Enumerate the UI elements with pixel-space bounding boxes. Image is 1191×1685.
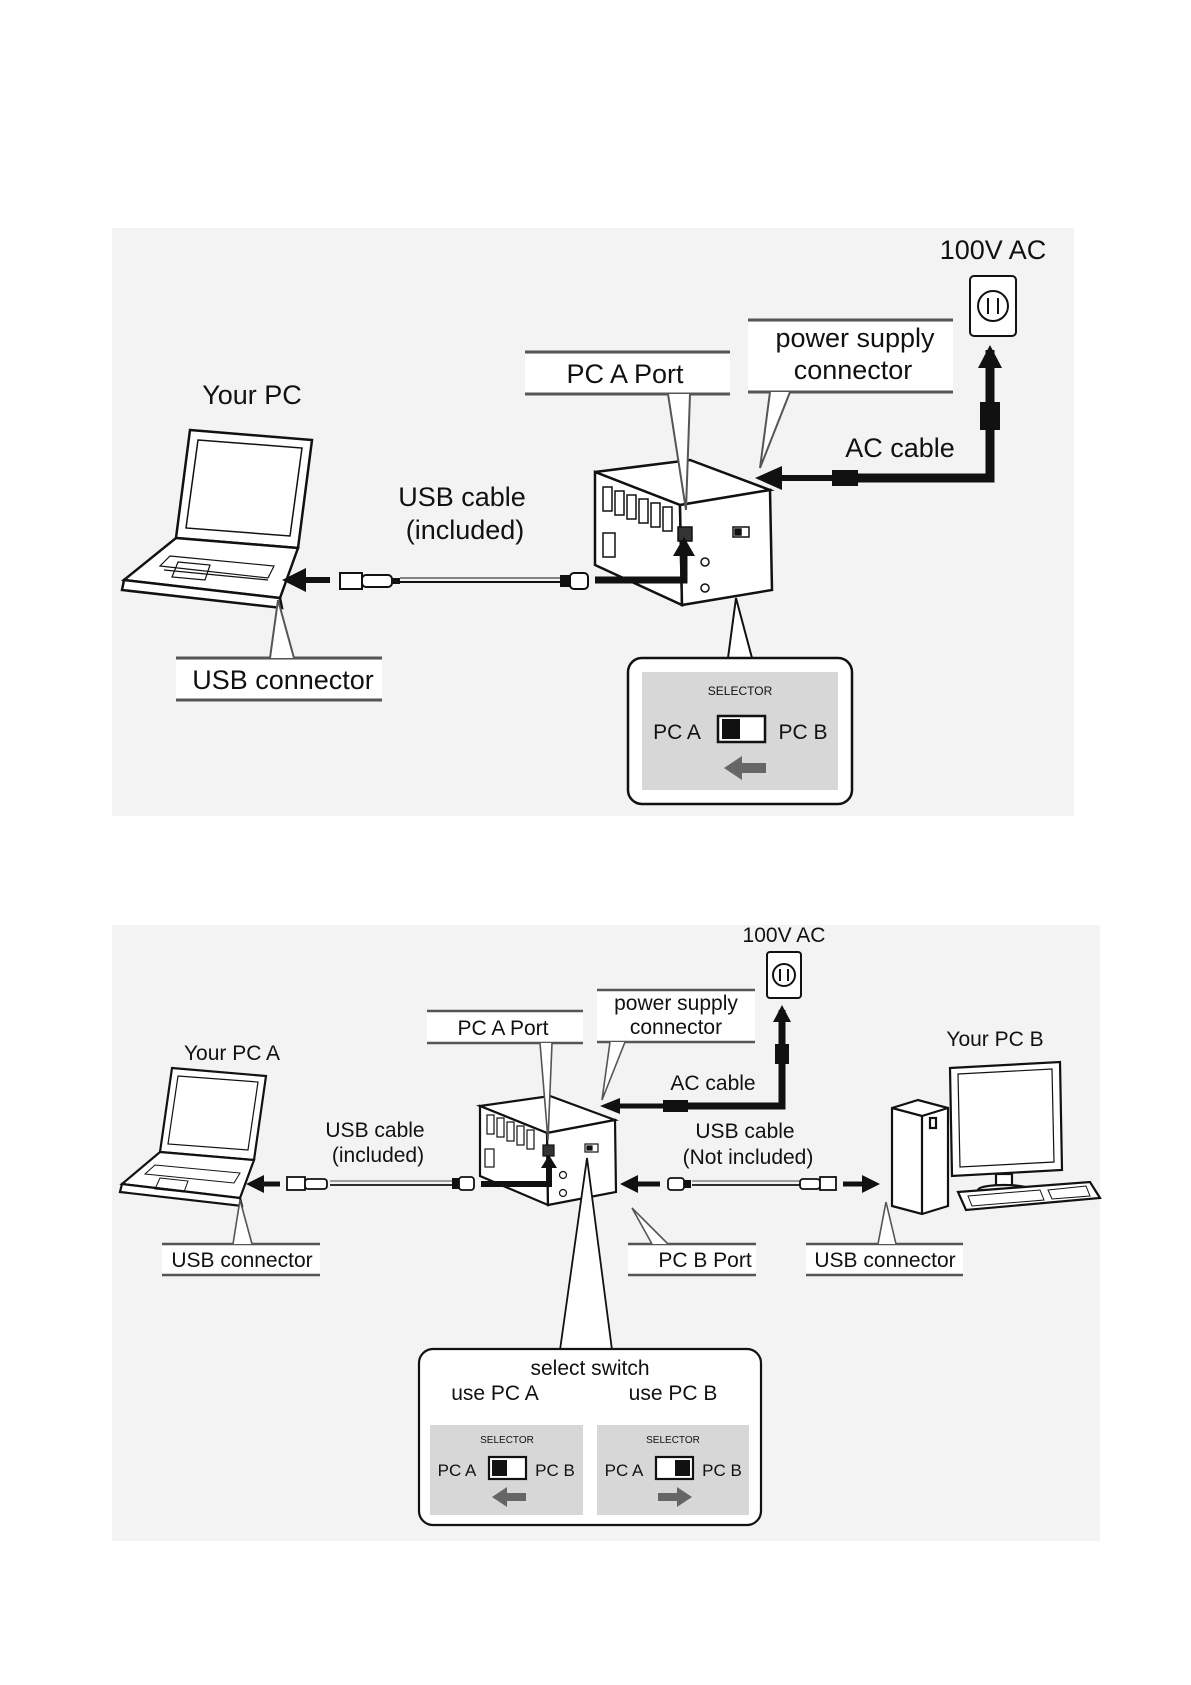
usb-cable-label-line2: (included) [406, 515, 525, 545]
outlet-label: 100V AC [940, 235, 1047, 265]
usb-cable-a-label-line1: USB cable [325, 1119, 424, 1142]
usb-connector-b-label: USB connector [814, 1249, 955, 1272]
selector-switch-a [487, 1455, 528, 1481]
arrow-left-icon [724, 756, 766, 780]
selector-switch [716, 714, 767, 744]
usb-cable-b-label-line1: USB cable [695, 1120, 794, 1143]
power-supply-label-line2: connector [794, 355, 913, 385]
usb-cable-b [620, 1175, 880, 1193]
outlet-icon [969, 275, 1017, 337]
pc-b-port-label: PC B Port [658, 1249, 752, 1272]
callout-usb-connector-a [162, 1199, 320, 1277]
pc-a-port-label: PC A Port [566, 359, 684, 389]
selector-a-left-label: PC A [438, 1461, 477, 1480]
callout-usb-connector [176, 599, 382, 702]
usb-cable-b-label-line2: (Not included) [683, 1146, 814, 1169]
usb-hub-device-2 [475, 1094, 620, 1207]
your-pc-a-label: Your PC A [184, 1042, 280, 1065]
usb-cable-a [246, 1155, 557, 1193]
selector-b-right-label: PC B [702, 1461, 742, 1480]
use-pc-a-label: use PC A [451, 1382, 539, 1405]
callout-usb-connector-b [806, 1201, 963, 1277]
use-pc-b-label: use PC B [629, 1382, 718, 1405]
selector-title: SELECTOR [708, 684, 773, 698]
desktop-pc-icon [890, 1060, 1102, 1216]
ac-cable-label-2: AC cable [670, 1072, 755, 1095]
arrow-left-icon-2 [492, 1487, 526, 1507]
select-switch-callout [417, 1157, 763, 1527]
power-supply-label-2-line2: connector [630, 1016, 722, 1039]
ac-cable-2 [600, 1005, 791, 1114]
laptop-a-icon [118, 1066, 268, 1208]
callout-power-supply-connector-2 [597, 988, 755, 1101]
laptop-icon [120, 428, 314, 610]
callout-pc-b-port [628, 1207, 756, 1277]
selector-right-label: PC B [778, 721, 827, 744]
usb-cable [282, 537, 695, 592]
usb-connector-label: USB connector [192, 665, 374, 695]
ac-cable [755, 345, 1002, 490]
outlet-label-2: 100V AC [743, 924, 826, 947]
pc-a-port-label-2: PC A Port [457, 1017, 548, 1040]
selector-a-title: SELECTOR [480, 1435, 534, 1446]
selector-switch-b [654, 1455, 695, 1481]
your-pc-b-label: Your PC B [946, 1028, 1043, 1051]
arrow-right-icon [658, 1487, 692, 1507]
your-pc-label: Your PC [202, 380, 302, 410]
selector-b-left-label: PC A [605, 1461, 644, 1480]
selector-left-label: PC A [653, 721, 701, 744]
selector-b-title: SELECTOR [646, 1435, 700, 1446]
callout-pc-a-port [525, 350, 730, 511]
select-switch-label: select switch [530, 1357, 649, 1380]
usb-connector-a-label: USB connector [171, 1249, 312, 1272]
ac-cable-label: AC cable [845, 433, 955, 463]
power-supply-label-line1: power supply [775, 323, 935, 353]
usb-cable-a-label-line2: (included) [332, 1144, 424, 1167]
power-supply-label-2-line1: power supply [614, 992, 738, 1015]
outlet-icon-2 [766, 951, 802, 999]
callout-pc-a-port-2 [427, 1009, 583, 1141]
usb-cable-label-line1: USB cable [398, 482, 526, 512]
selector-a-right-label: PC B [535, 1461, 575, 1480]
callout-power-supply-connector [748, 318, 953, 469]
